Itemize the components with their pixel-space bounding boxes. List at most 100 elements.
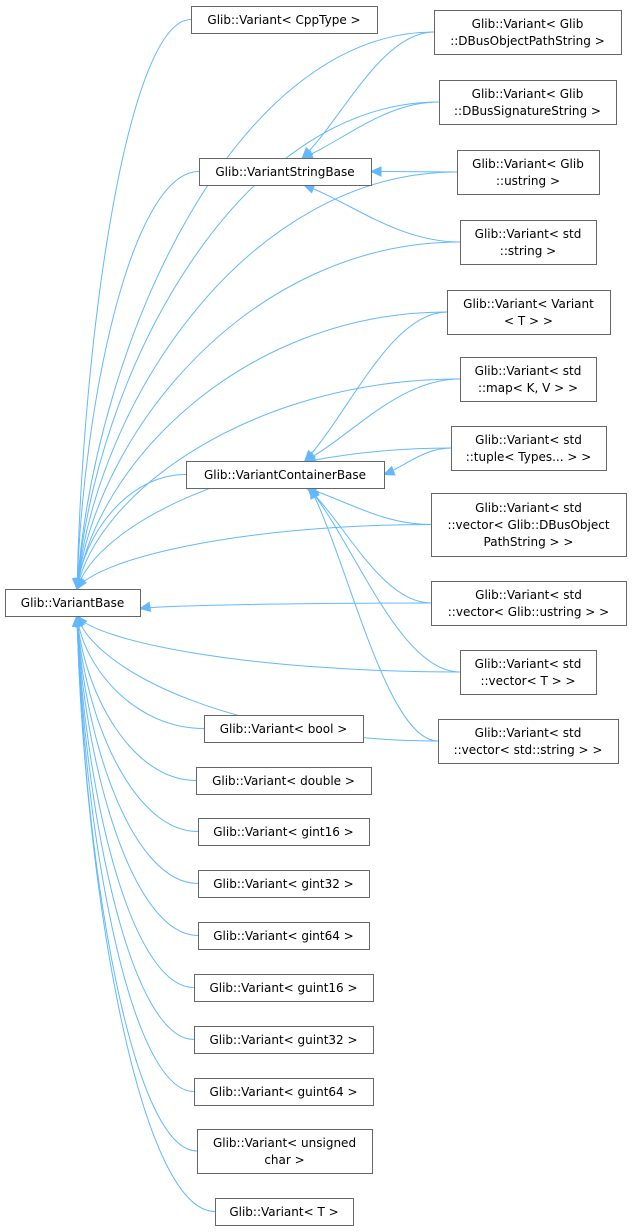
class-name-line: Glib::Variant< guint16 >	[209, 981, 357, 995]
class-name-line: Glib::Variant< std	[475, 501, 582, 515]
class-box	[434, 10, 622, 55]
class-box	[460, 650, 597, 695]
class-name-line: ::vector< Glib::ustring > >	[448, 605, 609, 619]
class-name-line: Glib::VariantStringBase	[215, 165, 354, 179]
class-node-variantbase[interactable]: Glib::VariantBase	[5, 589, 141, 617]
class-name-line: Glib::Variant< guint32 >	[209, 1033, 357, 1047]
class-name-line: Glib::Variant< std	[475, 657, 582, 671]
nodes-layer: Glib::VariantBase Glib::Variant< CppType …	[5, 6, 627, 1226]
inheritance-edge	[72, 474, 187, 591]
class-name-line: PathString > >	[484, 535, 574, 549]
edge-line	[76, 101, 440, 590]
class-node-variant-gint64[interactable]: Glib::Variant< gint64 >	[198, 922, 370, 950]
class-node-variantstringbase[interactable]: Glib::VariantStringBase	[199, 158, 372, 186]
class-node-variant-guint16[interactable]: Glib::Variant< guint16 >	[194, 974, 374, 1002]
inheritance-edge	[71, 614, 198, 1152]
edge-line	[76, 171, 200, 590]
class-box	[447, 290, 611, 335]
class-node-variant-guint32[interactable]: Glib::Variant< guint32 >	[194, 1026, 374, 1054]
class-node-variant-vector-ustring[interactable]: Glib::Variant< std::vector< Glib::ustrin…	[431, 581, 627, 626]
class-name-line: Glib::Variant< std	[475, 364, 582, 378]
class-node-variant-tuple[interactable]: Glib::Variant< std::tuple< Types... > >	[451, 426, 607, 471]
inheritance-edge	[72, 614, 195, 1092]
edges-layer	[71, 19, 461, 1212]
class-box	[198, 870, 370, 898]
class-node-variant-dbusobjectpathstring[interactable]: Glib::Variant< Glib::DBusObjectPathStrin…	[434, 10, 622, 55]
class-node-variant-dbussignaturestring[interactable]: Glib::Variant< Glib::DBusSignatureString…	[439, 80, 617, 125]
class-name-line: ::ustring >	[496, 174, 560, 188]
arrowhead-icon	[76, 577, 87, 591]
edge-line	[305, 487, 432, 525]
class-node-variant-ustring[interactable]: Glib::Variant< Glib::ustring >	[457, 150, 600, 195]
edge-line	[309, 487, 439, 742]
class-node-variant-map[interactable]: Glib::Variant< std::map< K, V > >	[460, 357, 597, 402]
class-node-variant-guint64[interactable]: Glib::Variant< guint64 >	[194, 1078, 374, 1106]
class-box	[191, 6, 378, 34]
class-node-variant-vector-t[interactable]: Glib::Variant< std::vector< T > >	[460, 650, 597, 695]
edge-line	[76, 19, 192, 590]
edge-line	[76, 615, 216, 1212]
class-node-variant-gint16[interactable]: Glib::Variant< gint16 >	[198, 818, 370, 846]
class-box	[460, 357, 597, 402]
class-node-variant-std-string[interactable]: Glib::Variant< std::string >	[460, 220, 597, 265]
class-box	[215, 1198, 354, 1226]
class-node-variant-variant-t[interactable]: Glib::Variant< Variant< T > >	[447, 290, 611, 335]
class-box	[431, 493, 627, 557]
class-box	[197, 1129, 373, 1174]
edge-line	[301, 31, 435, 159]
class-box	[451, 426, 607, 471]
edge-line	[303, 184, 461, 243]
edge-line	[307, 487, 432, 604]
class-name-line: Glib::VariantContainerBase	[204, 468, 366, 482]
class-name-line: Glib::Variant< bool >	[220, 722, 348, 736]
inheritance-edge	[138, 601, 432, 612]
class-box	[460, 220, 597, 265]
edge-line	[76, 474, 187, 590]
class-name-line: ::map< K, V > >	[478, 381, 578, 395]
edge-line	[76, 615, 195, 988]
edge-line	[76, 615, 195, 1092]
arrowhead-icon	[369, 166, 382, 177]
class-name-line: Glib::VariantBase	[21, 596, 124, 610]
class-node-variant-double[interactable]: Glib::Variant< double >	[196, 767, 372, 795]
arrowhead-icon	[303, 451, 317, 462]
class-node-variant-gint32[interactable]: Glib::Variant< gint32 >	[198, 870, 370, 898]
inheritance-edge	[76, 524, 432, 591]
edge-line	[370, 171, 458, 173]
edge-line	[76, 378, 461, 590]
edge-line	[76, 171, 458, 590]
class-node-variant-t[interactable]: Glib::Variant< T >	[215, 1198, 354, 1226]
class-box	[457, 150, 600, 195]
inheritance-edge	[72, 614, 199, 884]
class-box	[204, 715, 364, 743]
edge-line	[76, 615, 461, 673]
inheritance-edge	[302, 183, 461, 243]
edge-line	[308, 487, 461, 673]
class-node-variantcontainerbase[interactable]: Glib::VariantContainerBase	[186, 461, 385, 489]
class-node-variant-cpptype[interactable]: Glib::Variant< CppType >	[191, 6, 378, 34]
class-node-variant-bool[interactable]: Glib::Variant< bool >	[204, 715, 364, 743]
inheritance-edge	[304, 485, 432, 525]
inheritance-edge	[72, 171, 200, 591]
class-box	[431, 581, 627, 626]
class-name-line: Glib::Variant< Glib	[472, 87, 584, 101]
inheritance-edge	[303, 311, 448, 462]
class-node-variant-vector-dbusobjectpath[interactable]: Glib::Variant< std::vector< Glib::DBusOb…	[431, 493, 627, 557]
inheritance-edge	[72, 171, 458, 591]
edge-line	[76, 615, 199, 832]
edge-line	[76, 524, 432, 590]
inheritance-edge	[301, 101, 440, 159]
edge-line	[76, 241, 461, 590]
inheritance-edge	[309, 486, 439, 742]
edge-line	[76, 615, 205, 729]
class-box	[5, 589, 141, 617]
edge-line	[76, 447, 452, 590]
edge-line	[383, 447, 452, 475]
inheritance-edge	[73, 614, 205, 729]
inheritance-edge	[72, 31, 435, 591]
class-node-variant-vector-string[interactable]: Glib::Variant< std::vector< std::string …	[438, 719, 619, 764]
class-box	[186, 461, 385, 489]
class-name-line: ::vector< Glib::DBusObject	[447, 518, 609, 532]
